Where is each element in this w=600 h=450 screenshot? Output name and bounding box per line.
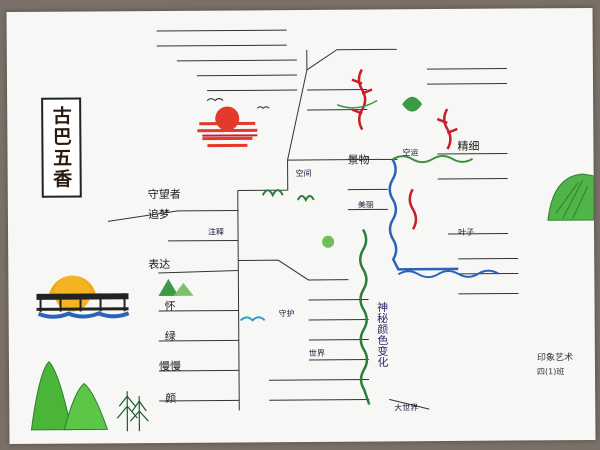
mindmap-drawing: [30, 29, 595, 432]
node-lower-1: 守护: [278, 309, 295, 319]
bird-drawing-2: [256, 106, 270, 109]
green-leaf-drawing: [336, 96, 423, 112]
big-leaf-drawing: [547, 173, 595, 221]
node-bottom: 大世界: [394, 403, 419, 413]
small-mountains-drawing: [158, 278, 194, 296]
blue-horizontal-wave: [397, 269, 499, 279]
red-sprig-drawing: [351, 68, 458, 230]
green-mountains-drawing: [30, 361, 109, 431]
red-sun-drawing: [197, 106, 258, 148]
vertical-text: 神秘颜色变化: [375, 301, 389, 368]
node-center-3: 美丽: [357, 200, 374, 210]
node-center-1: 空间: [295, 168, 312, 179]
node-right-2: 精细: [457, 139, 480, 153]
node-lower-left-1: 怀: [164, 299, 176, 313]
node-lower-left-2: 绿: [164, 329, 176, 343]
node-left-2: 注释: [208, 227, 225, 237]
node-left-1: 追梦: [147, 207, 170, 222]
node-upper-left: 守望者: [147, 187, 181, 202]
node-left-3: 表达: [148, 257, 171, 272]
page-title: 古巴五香: [49, 105, 73, 190]
signature-line-2: 四(1)班: [536, 367, 565, 377]
yellow-sun-bridge-drawing: [36, 275, 130, 319]
node-lower-left-4: 颜: [165, 391, 177, 405]
node-center-2: 景物: [347, 153, 370, 167]
small-plant-drawing: [239, 189, 335, 322]
node-right-3: 叶子: [458, 227, 475, 237]
blue-wave-line: [388, 158, 459, 271]
signature-line-1: 印象艺术: [536, 353, 573, 364]
paper-sheet: 古巴五香 守望者 追梦 注释 表达 空间 景物 美丽 空运 精细 叶子 怀 绿 …: [6, 7, 596, 445]
node-lower-left-3: 慢慢: [158, 359, 182, 373]
pine-trees-drawing: [116, 391, 149, 432]
bird-drawing: [206, 98, 224, 102]
node-lower-2: 世界: [308, 348, 325, 358]
branch-lines: [107, 29, 519, 411]
node-right-1: 空运: [402, 148, 419, 158]
title-box: 古巴五香: [41, 97, 82, 198]
green-horizontal-wave: [392, 155, 474, 164]
green-wave-line: [358, 228, 371, 405]
